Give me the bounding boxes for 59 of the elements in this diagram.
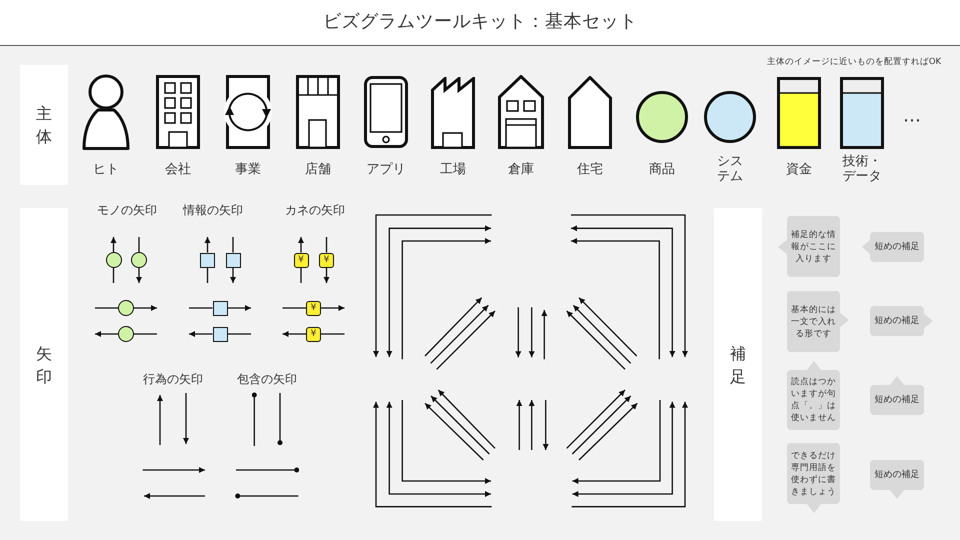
circle-icon [131, 252, 147, 268]
line [228, 333, 251, 335]
ellipsis: … [903, 106, 921, 128]
icon-label: システム [716, 154, 744, 184]
icon-label: 技術・データ [842, 154, 882, 184]
icon-label: アプリ [366, 162, 406, 176]
arrow-type-heading: 行為の矢印 [143, 373, 203, 387]
currency-tag: ¥ [319, 252, 334, 268]
icon-label: 事業 [235, 162, 261, 176]
circle-icon [118, 326, 134, 342]
currency-tag: ¥ [306, 326, 321, 342]
note-text: 主体のイメージに近いものを配置すればOK [766, 58, 942, 68]
row-header-label: 補足 [730, 342, 746, 388]
icon-label: 商品 [649, 162, 675, 176]
square-icon [226, 252, 240, 268]
arrow-type-heading: 包含の矢印 [237, 373, 297, 387]
line [300, 268, 302, 283]
row-header-label: 主体 [36, 103, 52, 148]
arrow [282, 331, 306, 337]
line [232, 237, 234, 252]
title: ビズグラムツールキット：基本セット [322, 10, 638, 34]
currency-tag: ¥ [306, 300, 321, 316]
icon-label: 工場 [440, 162, 466, 176]
square-icon [212, 300, 228, 316]
line [95, 307, 118, 309]
arrow-type-heading: 情報の矢印 [183, 204, 243, 218]
arrow-type-heading: カネの矢印 [285, 204, 345, 218]
arrow [324, 268, 330, 283]
line [206, 268, 208, 283]
line [189, 307, 212, 309]
circle-icon [106, 252, 122, 268]
line [112, 268, 114, 283]
line [321, 333, 344, 335]
arrow [134, 305, 157, 311]
currency-tag: ¥ [294, 252, 308, 268]
arrow [230, 268, 236, 283]
arrow [95, 331, 118, 337]
arrow [298, 237, 304, 252]
arrow [228, 305, 251, 311]
icon-label: 資金 [786, 162, 812, 176]
square-icon [212, 326, 228, 342]
row-header-label: 矢印 [36, 342, 52, 388]
circle-icon [118, 300, 134, 316]
square-icon [200, 252, 215, 268]
line [282, 307, 306, 309]
icon-label: 店舗 [305, 162, 331, 176]
arrow [321, 305, 344, 311]
arrow-type-heading: モノの矢印 [97, 204, 157, 218]
arrow [189, 331, 212, 337]
arrow [110, 237, 116, 252]
line [326, 237, 328, 252]
arrow [136, 268, 142, 283]
icon-label: 倉庫 [508, 162, 534, 176]
icon-label: 住宅 [577, 162, 603, 176]
arrow [204, 237, 210, 252]
icon-label: ヒト [93, 162, 119, 176]
line [134, 333, 157, 335]
line [138, 237, 140, 252]
icon-label: 会社 [165, 162, 191, 176]
